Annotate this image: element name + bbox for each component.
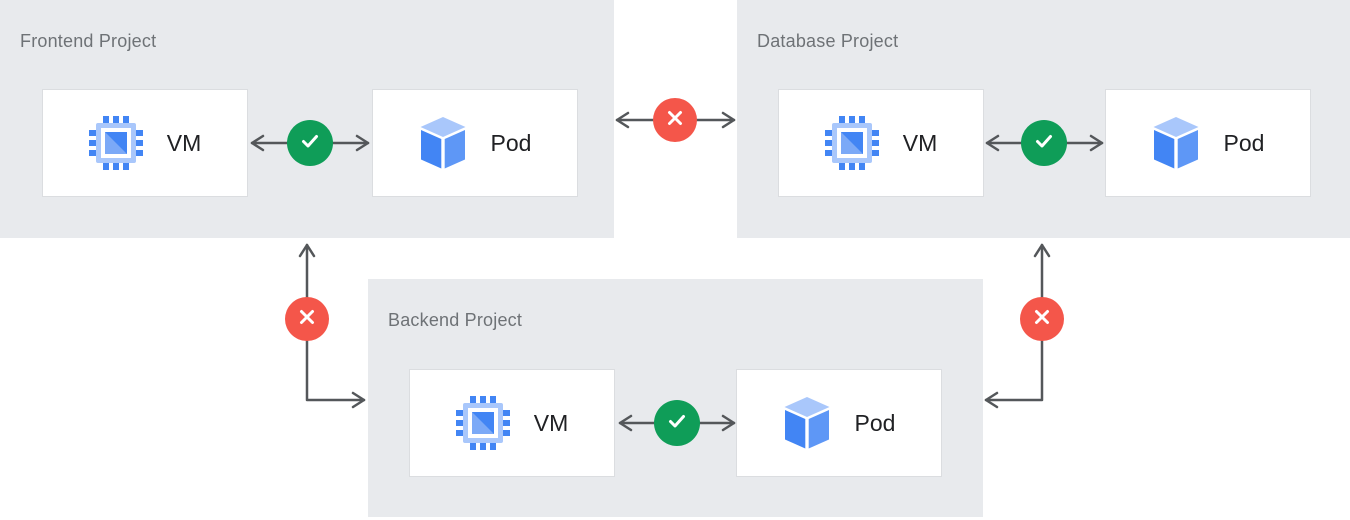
node-backend-vm: VM — [409, 369, 615, 477]
project-panel-backend: Backend Project VM — [368, 279, 983, 517]
blocked-status-frontend-database — [653, 98, 697, 142]
compute-engine-icon — [455, 396, 510, 450]
node-label-vm: VM — [166, 129, 202, 156]
blocked-status-database-backend — [1020, 297, 1064, 341]
project-title-backend: Backend Project — [388, 310, 523, 330]
check-icon — [297, 128, 323, 159]
cross-icon — [663, 106, 687, 135]
node-database-vm: VM — [778, 89, 984, 197]
check-icon — [664, 408, 690, 439]
node-frontend-vm: VM — [42, 89, 248, 197]
node-label-vm: VM — [533, 409, 569, 436]
project-panel-frontend: Frontend Project VM — [0, 0, 614, 238]
project-title-frontend: Frontend Project — [20, 31, 157, 51]
project-title-database: Database Project — [757, 31, 899, 51]
pod-cube-icon — [783, 396, 831, 450]
check-icon — [1031, 128, 1057, 159]
node-label-pod: Pod — [854, 409, 896, 436]
node-database-pod: Pod — [1105, 89, 1311, 197]
compute-engine-icon — [824, 116, 879, 170]
allowed-status-frontend — [287, 120, 333, 166]
node-frontend-pod: Pod — [372, 89, 578, 197]
node-label-vm: VM — [902, 129, 938, 156]
allowed-status-database — [1021, 120, 1067, 166]
pod-cube-icon — [419, 116, 467, 170]
blocked-status-frontend-backend — [285, 297, 329, 341]
project-panel-database: Database Project VM — [737, 0, 1350, 238]
allowed-status-backend — [654, 400, 700, 446]
pod-cube-icon — [1152, 116, 1200, 170]
node-label-pod: Pod — [490, 129, 532, 156]
node-label-pod: Pod — [1223, 129, 1265, 156]
cross-icon — [295, 305, 319, 334]
node-backend-pod: Pod — [736, 369, 942, 477]
cross-icon — [1030, 305, 1054, 334]
compute-engine-icon — [88, 116, 143, 170]
